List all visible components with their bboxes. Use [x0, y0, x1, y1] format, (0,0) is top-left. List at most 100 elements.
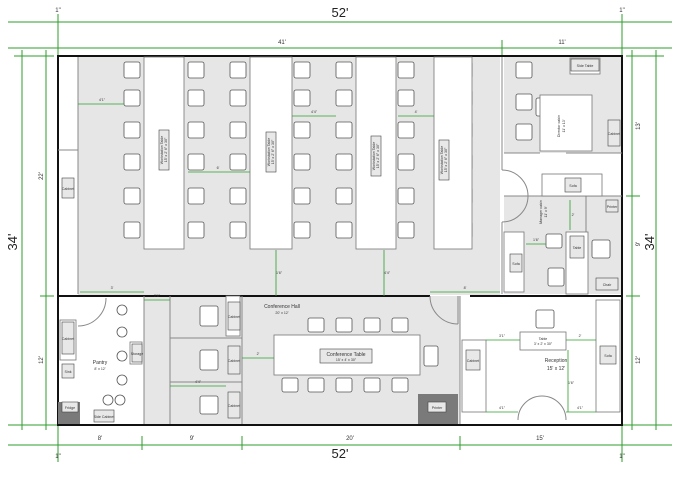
chair — [545, 233, 563, 249]
chair — [293, 153, 311, 171]
chair — [187, 121, 205, 139]
left-segment-dimension: 12' — [39, 356, 45, 364]
workstation-size: 15' x 2' 6" x 30" — [444, 147, 448, 172]
workstation-tables — [143, 56, 473, 250]
workstation-size: 15' x 2' 6" x 30" — [271, 139, 275, 164]
chair — [229, 61, 247, 79]
table-labels: Workstation Table 15' x 2' 6" x 30" Work… — [158, 129, 553, 364]
left-segment-text: 22' — [39, 172, 45, 180]
inner-dimension-label: 4'1" — [99, 98, 106, 102]
chair — [335, 89, 353, 107]
right-total-text: 34' — [642, 234, 657, 251]
tag-fridge: Fridge — [61, 401, 79, 413]
chair — [199, 395, 219, 415]
top-segment-dimension: 11' — [558, 40, 565, 46]
inner-dimension-label: 3' — [111, 286, 114, 290]
tag-label: Table — [573, 246, 582, 250]
chair — [187, 221, 205, 239]
inner-dimension-label: 2' — [579, 334, 582, 338]
chair — [363, 317, 381, 333]
chair — [335, 61, 353, 79]
inner-dimension-label: 2' — [257, 352, 260, 356]
workstation-label-1: Workstation Table 15' x 2' 6" x 30" — [158, 129, 170, 171]
chair — [187, 153, 205, 171]
tag-label: Sofa — [569, 184, 576, 188]
chair — [363, 377, 381, 393]
left-total-dimension: 34' — [5, 234, 20, 251]
chair — [515, 123, 533, 141]
chair — [123, 153, 141, 171]
right-segment-text: 12' — [636, 356, 642, 364]
reception-table-name: Table — [539, 337, 548, 341]
chair — [535, 309, 555, 329]
chair — [187, 61, 205, 79]
inner-dimension-label: 4'4" — [195, 380, 202, 384]
chair — [187, 89, 205, 107]
manager-cabin-name: Manager cabin — [539, 200, 543, 224]
chair — [335, 187, 353, 205]
director-desk — [539, 94, 593, 152]
conference-hall-name: Conference Hall — [264, 304, 300, 310]
chair — [335, 153, 353, 171]
bottom-segment-dimension: 15' — [536, 436, 544, 442]
left-segment-dimension: 22' — [39, 172, 45, 180]
inner-dimension-label: 1'6" — [533, 238, 540, 242]
tag-sofa: Sofa — [599, 345, 617, 365]
chair — [391, 377, 409, 393]
chair — [229, 121, 247, 139]
stool — [116, 374, 128, 386]
tag-label: Cabinet — [62, 187, 74, 191]
inner-dimension-label: 4' — [415, 110, 418, 114]
chair — [293, 187, 311, 205]
tag-label: Side Table — [577, 64, 594, 68]
tag-label: Cabinet — [62, 337, 74, 341]
chair — [281, 377, 299, 393]
tag-cabinet: Cabinet — [465, 349, 481, 371]
stool — [116, 304, 128, 316]
reception-table-label: Table 3' x 2' x 30" — [534, 337, 553, 346]
tag-label: Cabinet — [228, 404, 240, 408]
right-segment-text: 9' — [636, 242, 642, 246]
chair — [591, 239, 611, 259]
workstation-name: Workstation Table — [440, 146, 444, 174]
workstation-table-3 — [355, 56, 397, 250]
chair — [229, 89, 247, 107]
chair — [335, 221, 353, 239]
inner-dimension-label: 1'6" — [276, 271, 283, 275]
right-segment-dimension: 13' — [636, 122, 642, 130]
chair — [423, 345, 439, 367]
tag-label: Cabinet — [228, 359, 240, 363]
inner-dimension-label: 3'1" — [499, 334, 506, 338]
inner-dimension-label: 4'4" — [311, 110, 318, 114]
chair — [397, 61, 415, 79]
tag-cabinet: Cabinet — [61, 321, 75, 355]
inner-dimension-label: 1'6" — [568, 381, 575, 385]
bottom-total-dimension: 52' — [332, 446, 349, 461]
inner-dimension-label: 2' — [572, 213, 575, 217]
tag-label: Sofa — [604, 354, 611, 358]
tag-label: Printer — [607, 205, 618, 209]
bottom-segment-dimension: 9' — [190, 436, 194, 442]
workstation-label-3: Workstation Table 15' x 2' 6" x 30" — [370, 135, 382, 177]
corner-tick-label: 1" — [55, 454, 60, 460]
chair — [293, 61, 311, 79]
top-segment-dimension: 41' — [278, 40, 286, 46]
conference-table-label: Conference Table 15' x 4' x 30" — [319, 348, 373, 364]
tag-sink: Sink — [61, 363, 75, 379]
workstation-label-2: Workstation Table 15' x 2' 6" x 30" — [265, 131, 277, 173]
workstation-name: Workstation Table — [160, 136, 164, 164]
tag-sofa: Sofa — [564, 177, 582, 193]
pantry-name: Pantry — [93, 360, 108, 366]
tag-printer: Printer — [427, 401, 447, 413]
stool — [116, 326, 128, 338]
manager-cabin-size: 11' x 9' — [544, 206, 548, 217]
right-segment-dimension: 12' — [636, 356, 642, 364]
director-cabin-label: Director cabin 11' x 13' — [557, 115, 566, 137]
chair — [199, 305, 219, 327]
right-total-dimension: 34' — [642, 234, 657, 251]
chair — [515, 93, 533, 111]
tag-cabinet: Cabinet — [61, 177, 75, 199]
chair — [123, 61, 141, 79]
tag-label: Printer — [432, 406, 443, 410]
chair — [397, 153, 415, 171]
